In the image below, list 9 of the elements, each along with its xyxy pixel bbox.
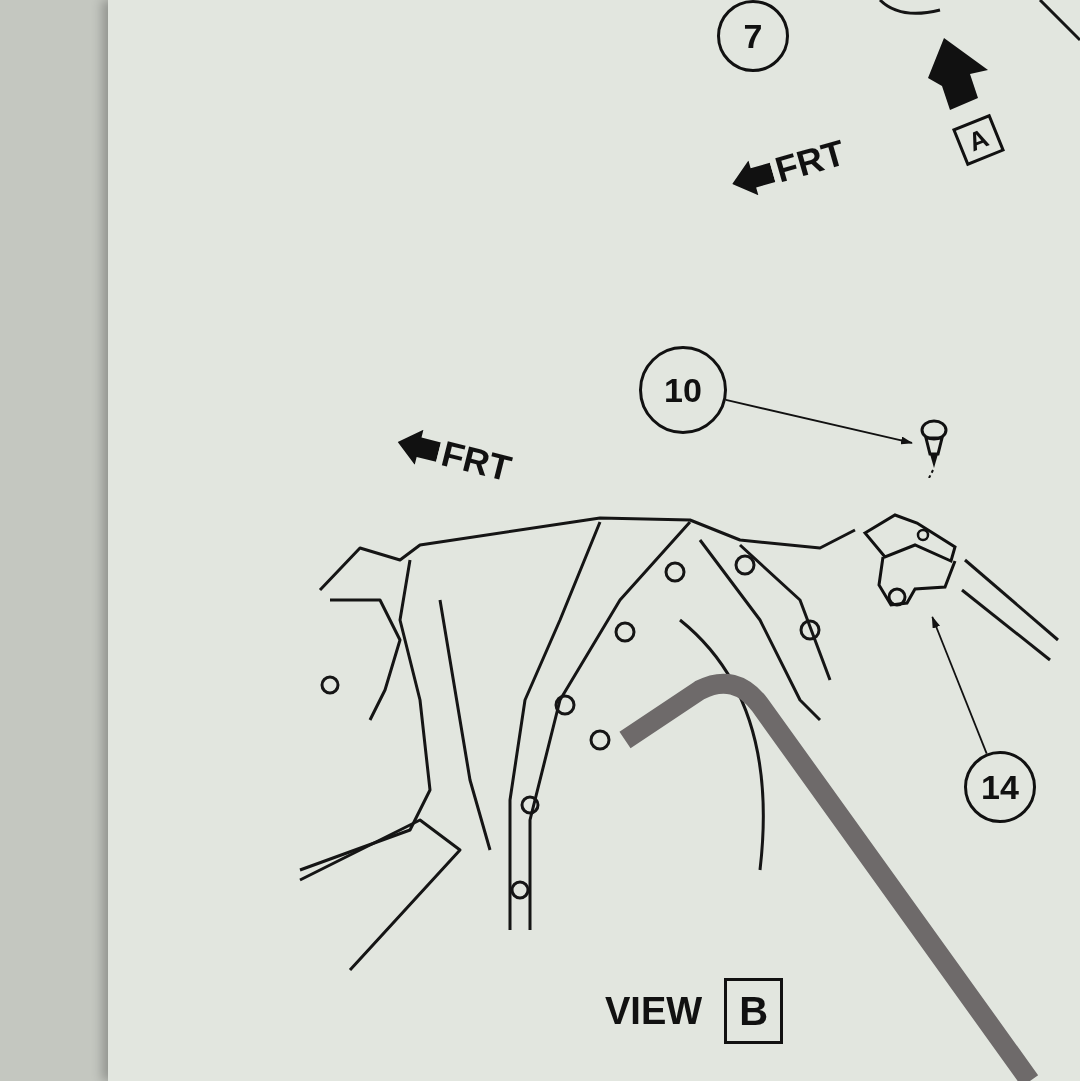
- view-caption: VIEW: [605, 992, 703, 1030]
- direction-label: FRT: [438, 435, 515, 488]
- direction-label: FRT: [771, 134, 849, 189]
- callout-number: 14: [964, 751, 1036, 823]
- callout-number: 7: [717, 0, 789, 72]
- leader-line: [931, 616, 988, 755]
- callout-number: 10: [639, 346, 727, 434]
- leader-line: [724, 399, 913, 445]
- view-label: B: [724, 978, 783, 1044]
